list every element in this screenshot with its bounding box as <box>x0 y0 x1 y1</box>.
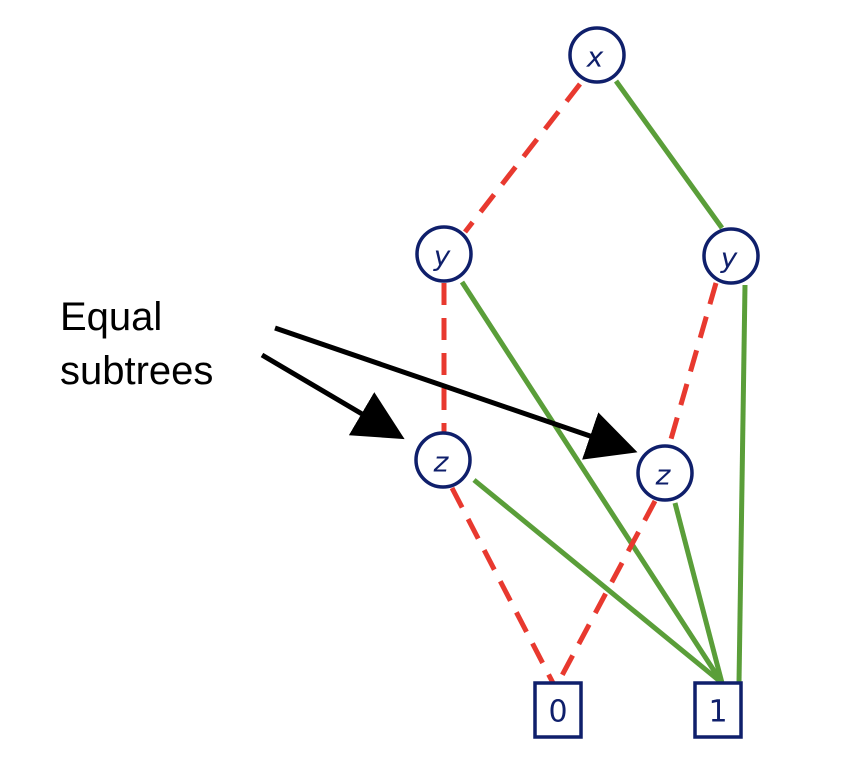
terminal-box <box>533 681 583 739</box>
edge-high-z_left-to-t1 <box>472 478 724 685</box>
node-label: x <box>586 41 604 74</box>
node-y-left: y <box>415 225 473 283</box>
edge-high-y_right-to-t1 <box>736 284 748 684</box>
nodes-layer: x y y z z 0 1 <box>414 26 760 739</box>
edge-low-x-to-y_left <box>463 82 582 234</box>
node-circle <box>568 26 626 84</box>
edge-low-z_left-to-t0 <box>449 486 556 685</box>
edge-low-z_right-to-t0 <box>555 499 658 685</box>
node-x: x <box>568 26 626 84</box>
edge-low-y_right-to-z_right <box>666 282 719 447</box>
terminal-label: 1 <box>708 695 727 730</box>
node-z-right: z <box>636 444 694 502</box>
node-label: y <box>720 242 738 275</box>
terminal-1: 1 <box>693 681 743 739</box>
node-y-right: y <box>702 227 760 285</box>
node-label: z <box>433 446 450 479</box>
annotation-line-2: subtrees <box>60 349 213 393</box>
annotation-line-1: Equal <box>60 295 162 339</box>
terminal-box <box>693 681 743 739</box>
terminal-0: 0 <box>533 681 583 739</box>
node-label: y <box>433 240 451 273</box>
node-label: z <box>655 459 672 492</box>
node-circle <box>415 225 473 283</box>
edge-high-x-to-y_right <box>613 79 725 230</box>
edges-layer <box>441 79 748 685</box>
annotation-arrow-to-z-left <box>260 352 405 440</box>
node-circle <box>636 444 694 502</box>
edge-high-z_right-to-t1 <box>672 502 725 684</box>
node-circle <box>414 431 472 489</box>
node-circle <box>702 227 760 285</box>
annotation-arrow-to-z-right <box>274 325 638 460</box>
arrows-layer <box>260 325 638 460</box>
node-z-left: z <box>414 431 472 489</box>
edge-high-y_left-to-t1 <box>459 280 725 685</box>
terminal-label: 0 <box>548 695 567 730</box>
